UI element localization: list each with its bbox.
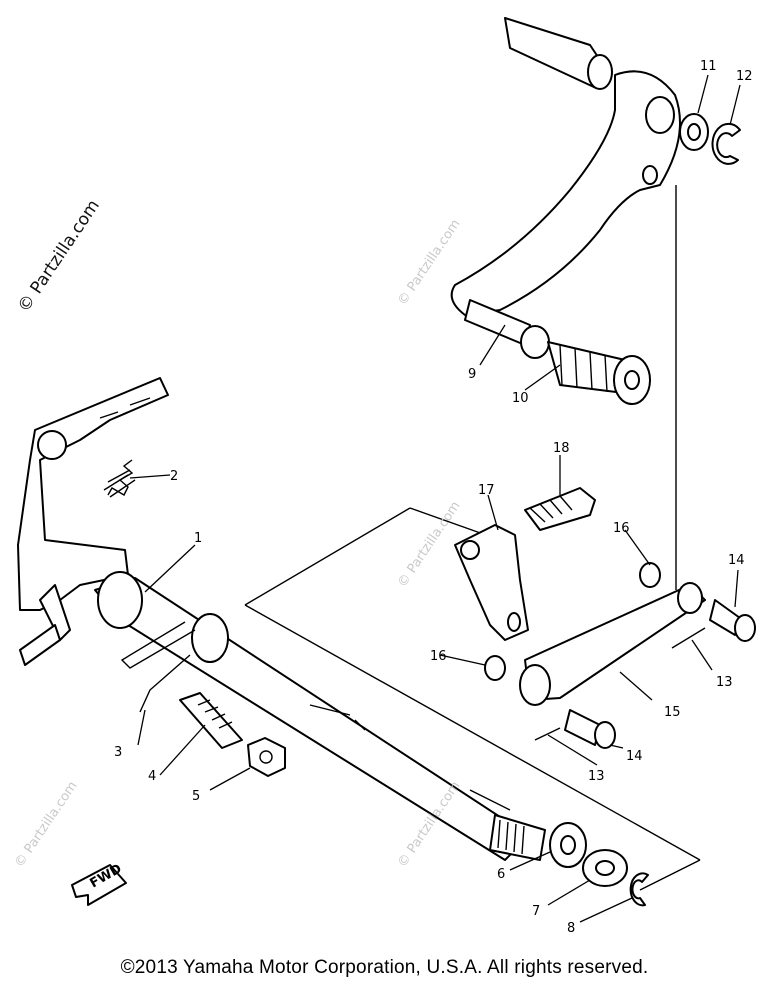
callout-9: 9 (468, 367, 476, 382)
callout-4: 4 (148, 769, 156, 784)
shift-arm-17-18 (454, 487, 596, 641)
callout-3: 3 (114, 745, 122, 760)
fwd-arrow: FWD (71, 861, 127, 906)
callout-15: 15 (664, 705, 681, 720)
shift-rod-15 (484, 562, 756, 749)
spring-2 (103, 459, 136, 498)
copyright-notice: ©2013 Yamaha Motor Corporation, U.S.A. A… (120, 957, 649, 978)
callout-18: 18 (553, 441, 570, 456)
callout-1: 1 (194, 531, 202, 546)
shift-shaft (94, 571, 546, 861)
shift-pedal-arm (450, 17, 681, 359)
bolt-and-nut-4-5 (179, 692, 286, 777)
washers-6-7-8 (549, 822, 649, 907)
callout-8: 8 (567, 921, 575, 936)
callout-14-b: 14 (626, 749, 643, 764)
callout-11: 11 (700, 59, 717, 74)
callout-10: 10 (512, 391, 529, 406)
leader-lines (129, 74, 741, 923)
rubber-foot-peg (547, 341, 651, 405)
callout-13-b: 13 (588, 769, 605, 784)
callout-14-a: 14 (728, 553, 745, 568)
callout-16-b: 16 (430, 649, 447, 664)
stopper-lever-plate (17, 377, 169, 666)
callout-5: 5 (192, 789, 200, 804)
callout-6: 6 (497, 867, 505, 882)
callout-7: 7 (532, 904, 540, 919)
callout-13-a: 13 (716, 675, 733, 690)
callout-16-a: 16 (613, 521, 630, 536)
callout-labels: 11 12 2 1 3 4 5 6 7 8 9 10 13 13 14 14 1… (114, 59, 753, 936)
callout-17: 17 (478, 483, 495, 498)
return-spring-3 (120, 621, 196, 713)
callout-2: 2 (170, 469, 178, 484)
guide-lines (244, 185, 701, 891)
callout-12: 12 (736, 69, 753, 84)
washer-and-clip-11-12 (679, 113, 741, 165)
